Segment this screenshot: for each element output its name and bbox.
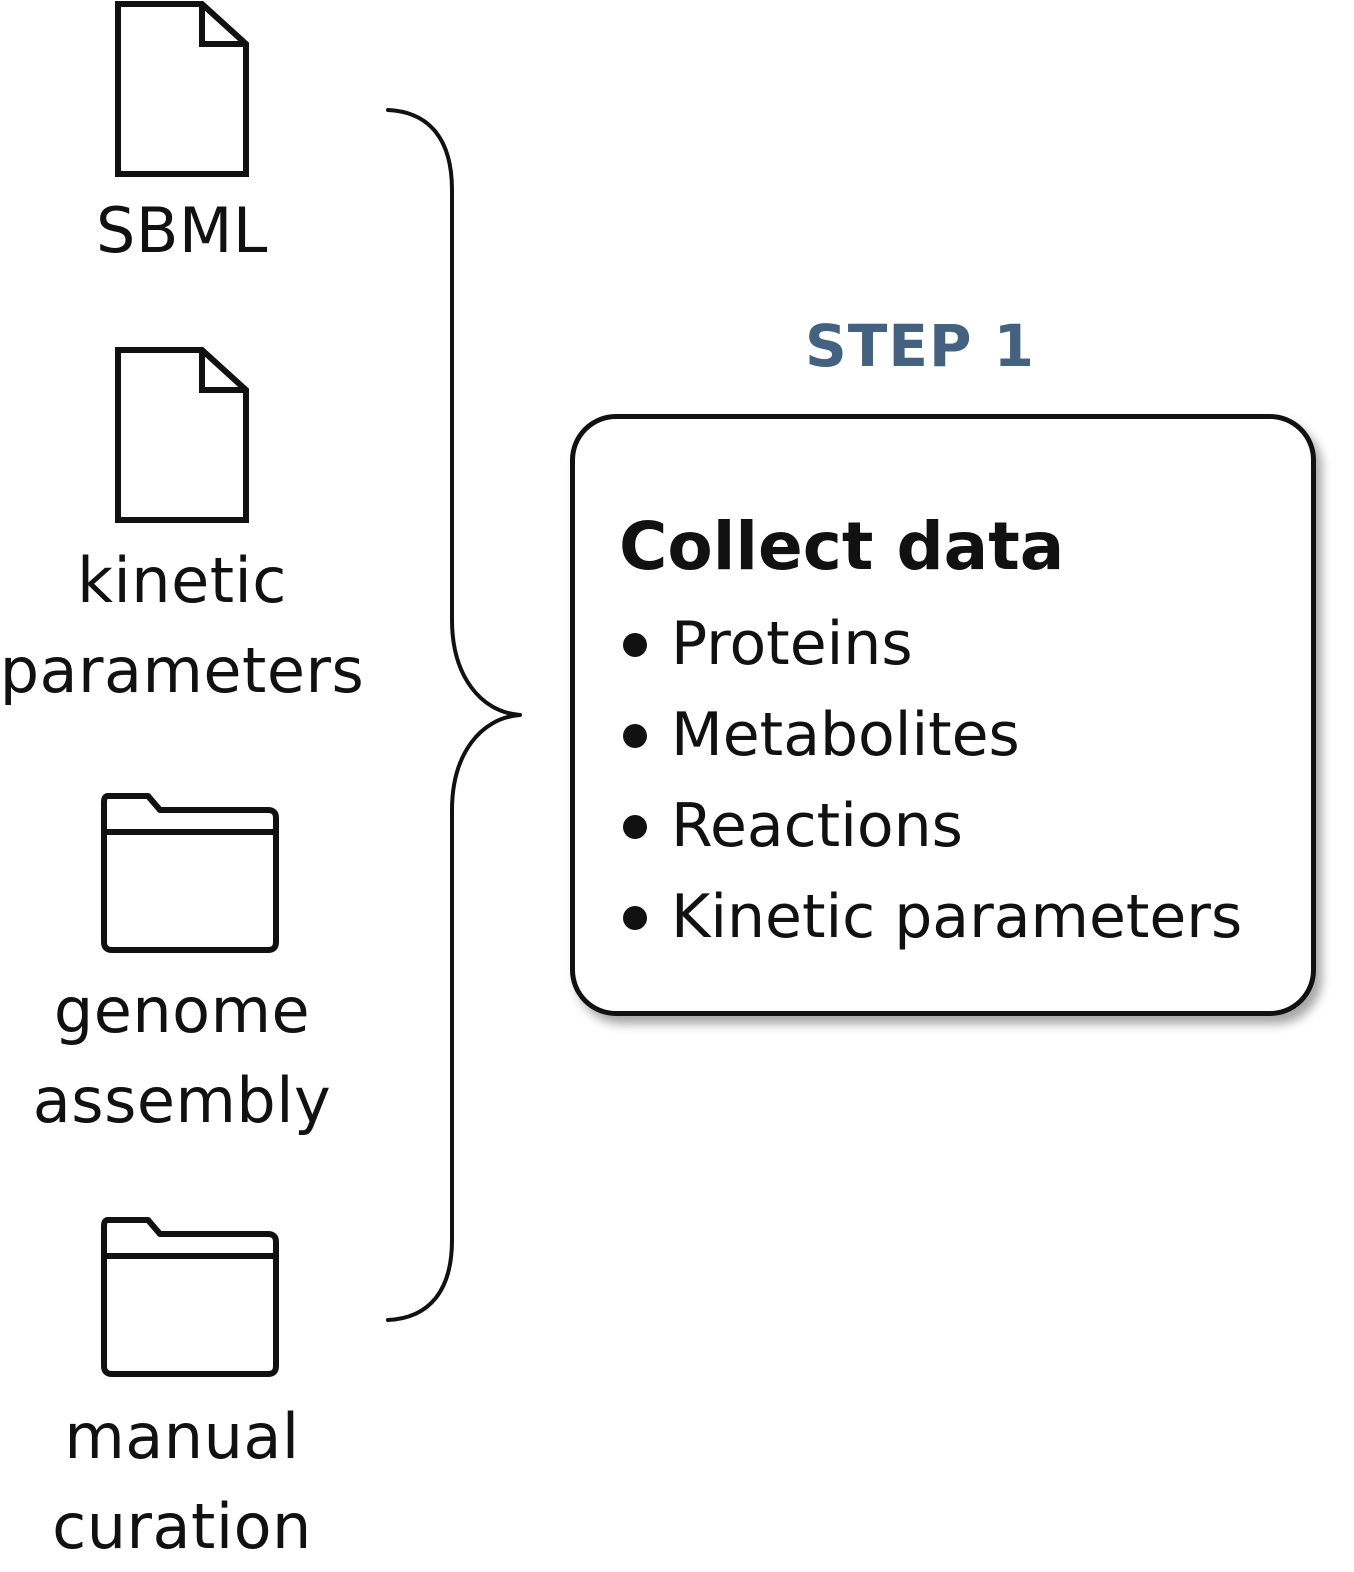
list-item-label: Kinetic parameters: [671, 882, 1243, 952]
label-line: kinetic: [77, 544, 287, 617]
list-item-label: Proteins: [671, 609, 913, 679]
label-line: genome: [53, 974, 311, 1047]
list-item: Metabolites: [619, 690, 1242, 781]
bullet-icon: [623, 632, 647, 657]
label-line: manual: [64, 1400, 300, 1473]
list-item-label: Reactions: [671, 791, 963, 861]
source-label-kinetic-parameters: kinetic parameters: [0, 536, 372, 716]
step-label: STEP 1: [804, 312, 1035, 380]
step-card: Collect data Proteins Metabolites Reacti…: [570, 414, 1316, 1016]
label-line: assembly: [32, 1064, 332, 1137]
file-icon: [115, 347, 249, 523]
folder-icon: [101, 1217, 279, 1377]
label-line: curation: [52, 1490, 312, 1563]
list-item: Proteins: [619, 599, 1242, 690]
card-list: Proteins Metabolites Reactions Kinetic p…: [619, 599, 1242, 963]
label-line: SBML: [96, 194, 268, 267]
file-icon: [115, 0, 249, 177]
list-item: Reactions: [619, 781, 1242, 872]
source-label-genome-assembly: genome assembly: [0, 966, 372, 1146]
label-line: parameters: [0, 634, 365, 707]
list-item: Kinetic parameters: [619, 872, 1242, 963]
list-item-label: Metabolites: [671, 700, 1020, 770]
folder-icon: [101, 793, 279, 953]
curly-brace: [386, 108, 522, 1322]
source-label-manual-curation: manual curation: [0, 1392, 372, 1572]
bullet-icon: [623, 905, 647, 930]
card-title: Collect data: [619, 508, 1065, 585]
bullet-icon: [623, 723, 647, 748]
bullet-icon: [623, 814, 647, 839]
source-label-sbml: SBML: [0, 186, 372, 276]
